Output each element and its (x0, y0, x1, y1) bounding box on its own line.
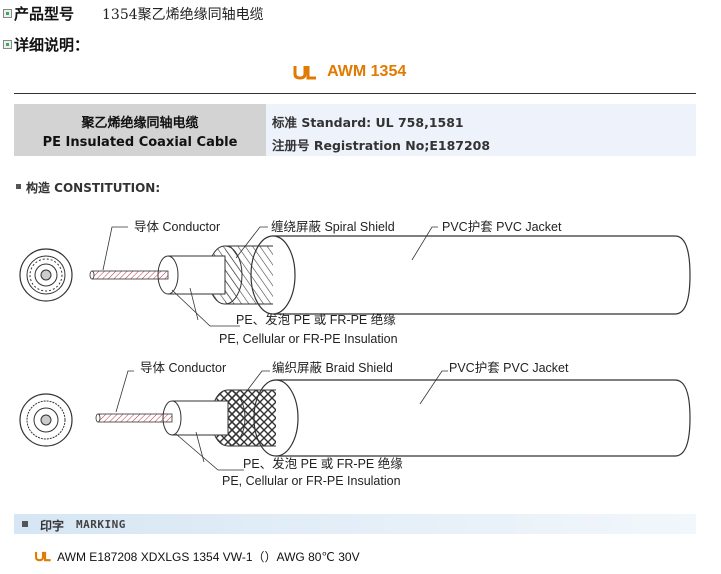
cross-section-1 (19, 248, 73, 302)
d2-insulation-cn-label: PE、发泡 PE 或 FR-PE 绝缘 (243, 456, 403, 471)
marking-header: 印字 MARKING (14, 514, 696, 534)
d1-jacket-label: PVC护套 PVC Jacket (442, 219, 562, 234)
standard-text: 标准 Standard: UL 758,1581 (272, 115, 464, 130)
square-bullet-icon (16, 184, 21, 189)
cable-name-cn: 聚乙烯绝缘同轴电缆 (81, 116, 199, 131)
marking-line: AWM E187208 XDXLGS 1354 VW-1（）AWG 80℃ 30… (34, 546, 360, 566)
d1-shield-label: 缠绕屏蔽 Spiral Shield (271, 219, 395, 234)
marking-title-en: MARKING (76, 518, 126, 531)
ul-mark-icon (34, 547, 52, 566)
d2-conductor-label: 导体 Conductor (140, 361, 226, 375)
spiral-shield-diagram: 导体 Conductor 缠绕屏蔽 Spiral Shield PVC护套 PV… (19, 219, 691, 346)
logo-text: AWM 1354 (327, 62, 407, 80)
details-label: 详细说明： (14, 36, 90, 54)
d2-insulation-en-label: PE, Cellular or FR-PE Insulation (222, 474, 401, 488)
cable-name-box: 聚乙烯绝缘同轴电缆 PE Insulated Coaxial Cable (14, 104, 266, 156)
cable-name-en: PE Insulated Coaxial Cable (42, 135, 238, 150)
ul-logo: AWM 1354 (292, 61, 406, 81)
marking-text: AWM E187208 XDXLGS 1354 VW-1（）AWG 80℃ 30… (57, 550, 360, 564)
braid-shield-diagram: 导体 Conductor 编织屏蔽 Braid Shield PVC护套 PVC… (19, 360, 691, 488)
d1-conductor-label: 导体 Conductor (134, 220, 220, 234)
product-label: 产品型号 (14, 5, 75, 23)
ul-mark-icon (292, 64, 318, 80)
product-value: 1354聚乙烯绝缘同轴电缆 (102, 7, 264, 23)
bullet-icon (3, 40, 12, 49)
marking-title-cn: 印字 (40, 519, 65, 533)
cross-section-2 (19, 393, 73, 447)
d1-insulation-en-label: PE, Cellular or FR-PE Insulation (219, 332, 398, 346)
standard-box: 标准 Standard: UL 758,1581 注册号 Registratio… (266, 104, 696, 156)
d2-shield-label: 编织屏蔽 Braid Shield (272, 360, 393, 375)
d1-insulation-cn-label: PE、发泡 PE 或 FR-PE 绝缘 (236, 312, 396, 327)
registration-text: 注册号 Registration No;E187208 (272, 138, 491, 153)
square-bullet-icon (22, 521, 28, 527)
bullet-icon (3, 9, 12, 18)
divider (14, 93, 696, 94)
d2-jacket-label: PVC护套 PVC Jacket (449, 360, 569, 375)
construction-title: 构造 CONSTITUTION: (26, 181, 161, 195)
